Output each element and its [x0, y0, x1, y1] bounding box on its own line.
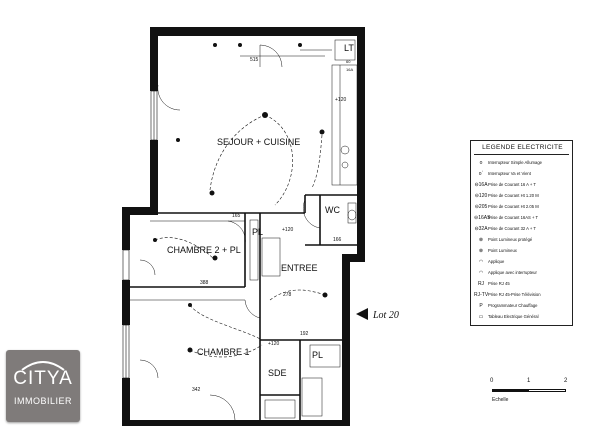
scale-1: 1 [527, 378, 531, 384]
wc-fixtures [249, 202, 357, 419]
dim-342: 342 [192, 387, 201, 393]
legend-item-label: Applique [488, 259, 505, 264]
scale-label: Echelle [492, 397, 509, 403]
legend-item: ⊗ Point Lumineux protégé [474, 235, 571, 245]
legend-symbol-icon: ⊗ [478, 237, 484, 243]
legend-symbol-icon: ⊖205 [474, 204, 488, 210]
dim-165: 165 [232, 213, 241, 219]
legend-item: P Programmateur Chauffage [474, 301, 571, 311]
room-entree-label: ENTREE [281, 263, 318, 273]
scale-0: 0 [490, 378, 494, 384]
legend-item-label: Prise de Courant 16AS + T [488, 215, 539, 220]
legend-symbol-icon: RJ [477, 281, 485, 287]
legend-item-label: Point Lumineux [488, 248, 517, 253]
logo-name: CITYA [13, 368, 73, 389]
legend-item: ◠ Applique [474, 257, 571, 267]
logo-arc-icon [21, 361, 65, 371]
room-sde-label: SDE [268, 368, 287, 378]
legend-item: ⊗ Point Lumineux [474, 246, 571, 256]
legend-item-label: Interrupteur Simple Allumage [488, 160, 542, 165]
dim-388: 388 [200, 280, 209, 286]
dim-60: 60 [346, 59, 351, 64]
room-chambre2-label: CHAMBRE 2 + PL [167, 245, 241, 255]
legend-symbol-icon: ▭ [478, 314, 484, 320]
legend-item: ⊖16APrise de Courant 16 A + T [474, 180, 571, 190]
dim-166: 166 [333, 237, 342, 243]
legend-item-label: Tableau Electrique Général [488, 314, 539, 319]
legend-symbol-icon: P [479, 303, 483, 309]
dim-120b: +120 [335, 97, 346, 103]
light-points [153, 43, 328, 353]
citya-logo: CITYA IMMOBILIER [6, 350, 80, 422]
legend-divider [474, 154, 569, 155]
interior-walls [130, 194, 357, 420]
legend-item: ⊖32APrise de Courant 32 A + T [474, 224, 571, 234]
legend-item: ◠ Applique avec interrupteur [474, 268, 571, 278]
legend-item-label: Programmateur Chauffage [488, 303, 538, 308]
legend-item: ⊖205Prise de Courant Ht 2.05 M [474, 202, 571, 212]
legend-item-label: Prise de Courant 16 A + T [488, 182, 536, 187]
kitchen-counter [240, 39, 358, 186]
dim-16a: 16A [346, 67, 353, 72]
scale-bar: 0 1 2 Echelle [480, 378, 570, 418]
legend-symbol-icon: ⊖16AS [474, 215, 491, 221]
room-wc-label: WC [325, 205, 340, 215]
legend-item: oʿ Interrupteur Va et Vient [474, 169, 571, 179]
dim-515: 515 [250, 57, 259, 63]
legend-item: ⊖120Prise de Courant Ht 1.20 M [474, 191, 571, 201]
legend-item-label: Interrupteur Va et Vient [488, 171, 531, 176]
legend-symbol-icon: ⊖120 [474, 193, 488, 199]
legend-item-label: Prise de Courant Ht 2.05 M [488, 204, 539, 209]
logo-subtitle: IMMOBILIER [13, 396, 72, 406]
dim-120c: +120 [268, 341, 279, 347]
legend-item: ⊖16ASPrise de Courant 16AS + T [474, 213, 571, 223]
legend-item-label: Prise RJ 45-Prise Télévision [488, 292, 541, 297]
legend-item-label: Point Lumineux protégé [488, 237, 533, 242]
legend-symbol-icon: ◠ [478, 259, 484, 265]
lot-label: Lot 20 [372, 310, 399, 321]
legend-symbol-icon: o [479, 160, 483, 166]
legend-item-label: Prise de Courant Ht 1.20 M [488, 193, 539, 198]
legend-item-label: Prise RJ 45 [488, 281, 510, 286]
legend-symbol-icon: oʿ [478, 171, 484, 177]
legend-symbol-icon: ⊖16A [474, 182, 488, 188]
electrical-legend: LEGENDE ELECTRICITE o Interrupteur Simple… [470, 140, 573, 326]
room-pl-a-label: PL [252, 227, 263, 237]
legend-item: ▭ Tableau Electrique Général [474, 312, 571, 322]
room-pl-b-label: PL [312, 350, 323, 360]
walls [122, 27, 365, 426]
dim-278: 278 [283, 292, 292, 298]
legend-item-label: Prise de Courant 32 A + T [488, 226, 536, 231]
legend-item: o Interrupteur Simple Allumage [474, 158, 571, 168]
lot-arrow-icon [356, 308, 368, 320]
legend-title: LEGENDE ELECTRICITE [482, 144, 563, 151]
windows [122, 90, 158, 379]
dim-120: +120 [282, 227, 293, 233]
room-lt-label: LT [344, 43, 354, 53]
legend-item-label: Applique avec interrupteur [488, 270, 537, 275]
room-sejour-label: SEJOUR + CUISINE [217, 137, 300, 147]
legend-symbol-icon: ◠ [478, 270, 484, 276]
legend-symbol-icon: ⊗ [478, 248, 484, 254]
wiring [154, 114, 326, 358]
room-chambre1-label: CHAMBRE 1 [197, 347, 250, 357]
legend-symbol-icon: RJ-TV [474, 292, 489, 298]
legend-symbol-icon: ⊖32A [474, 226, 488, 232]
scale-bar-graphic [492, 389, 566, 392]
door-swings [139, 44, 321, 421]
dim-192: 192 [300, 331, 309, 337]
legend-item: RJ-TVPrise RJ 45-Prise Télévision [474, 290, 571, 300]
scale-2: 2 [564, 378, 568, 384]
